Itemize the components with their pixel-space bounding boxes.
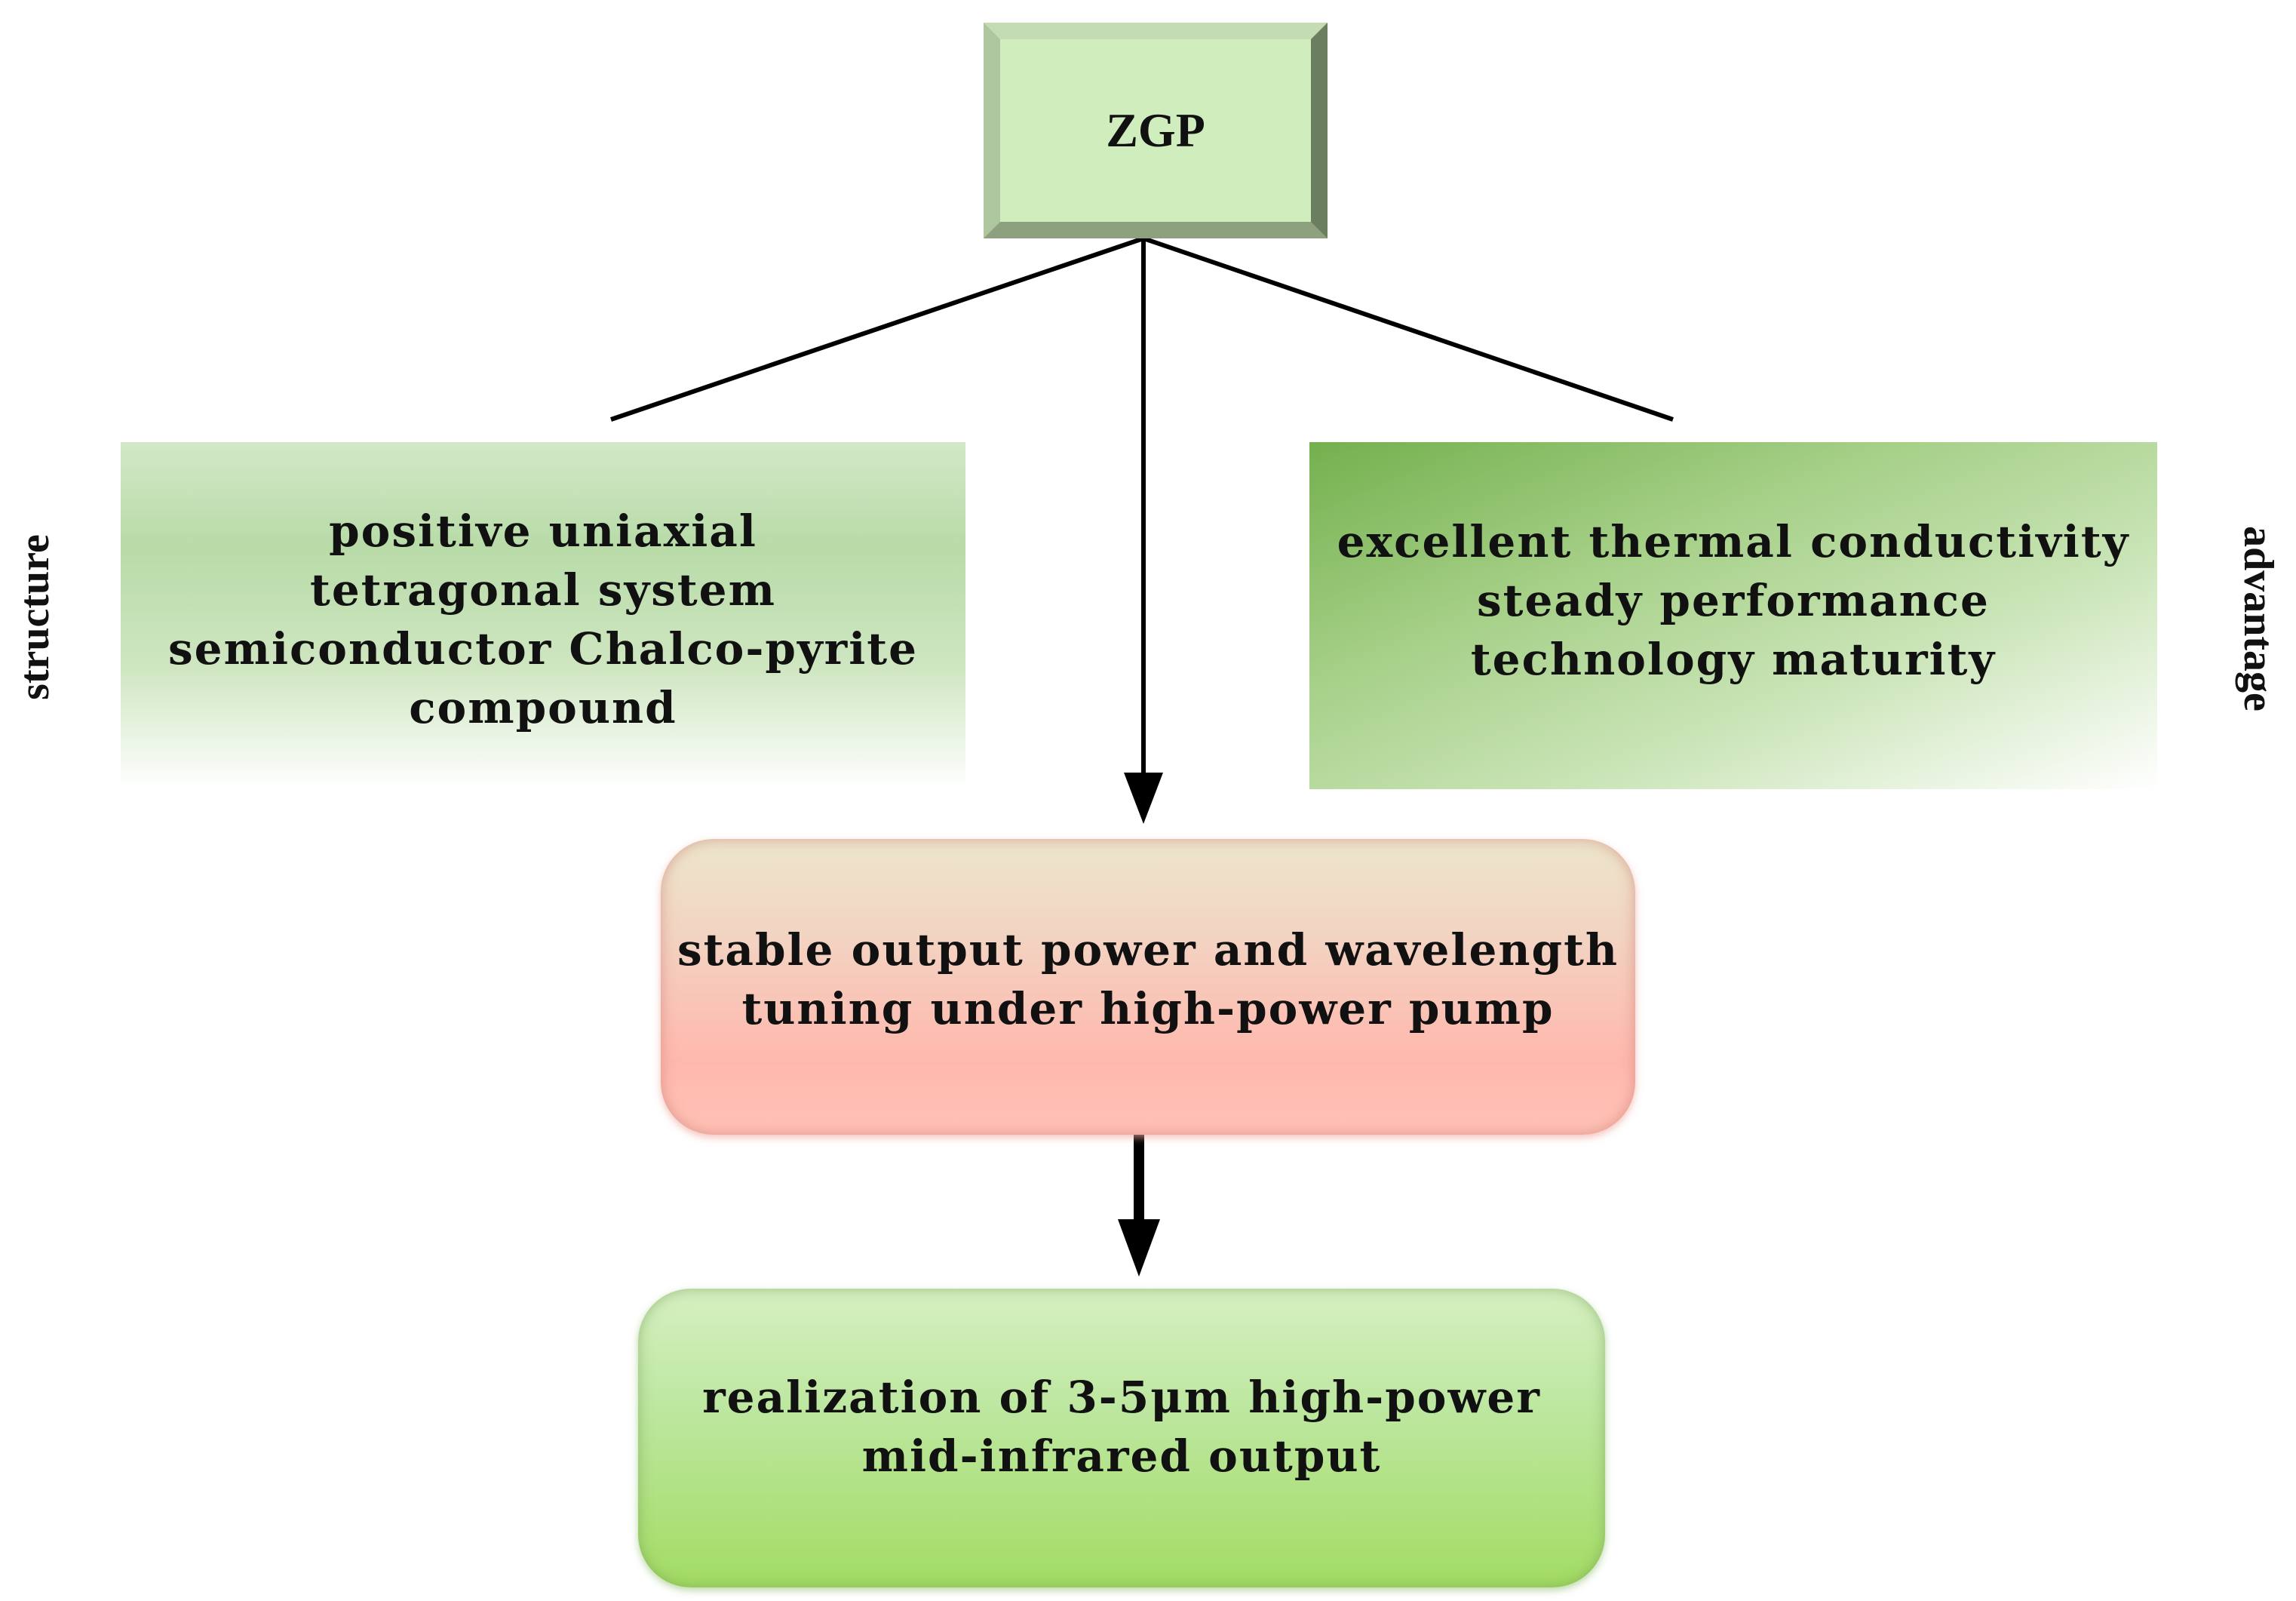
edge-top-to-right — [1143, 236, 1674, 422]
arrowhead-middle-to-bottom — [1118, 1219, 1160, 1277]
node-zgp: ZGP — [984, 23, 1328, 238]
node-stable-output: stable output power and wavelength tunin… — [661, 839, 1635, 1135]
node-advantage-line: technology maturity — [1470, 634, 1997, 685]
node-structure-line: positive uniaxial — [329, 505, 757, 557]
node-advantage: excellent thermal conductivity steady pe… — [1309, 442, 2157, 789]
node-structure-line: semiconductor Chalco-pyrite — [168, 623, 918, 675]
arrowhead-top-to-middle — [1124, 773, 1163, 824]
node-advantage-line: steady performance — [1477, 575, 1990, 626]
node-stable-output-line: tuning under high-power pump — [741, 983, 1555, 1034]
side-label-structure: structure — [11, 534, 58, 700]
node-structure-line: compound — [409, 682, 677, 733]
node-stable-output-line: stable output power and wavelength — [677, 924, 1619, 976]
node-realization-line: mid-infrared output — [861, 1430, 1382, 1482]
edge-top-to-left — [610, 236, 1144, 422]
node-zgp-label: ZGP — [1106, 103, 1205, 157]
side-label-advantage: advantage — [2235, 526, 2282, 711]
node-structure: positive uniaxial tetragonal system semi… — [121, 442, 965, 789]
node-advantage-line: excellent thermal conductivity — [1337, 516, 2130, 567]
node-realization-line: realization of 3-5μm high-power — [702, 1372, 1541, 1423]
node-structure-line: tetragonal system — [310, 564, 776, 616]
node-realization: realization of 3-5μm high-power mid-infr… — [638, 1289, 1605, 1587]
